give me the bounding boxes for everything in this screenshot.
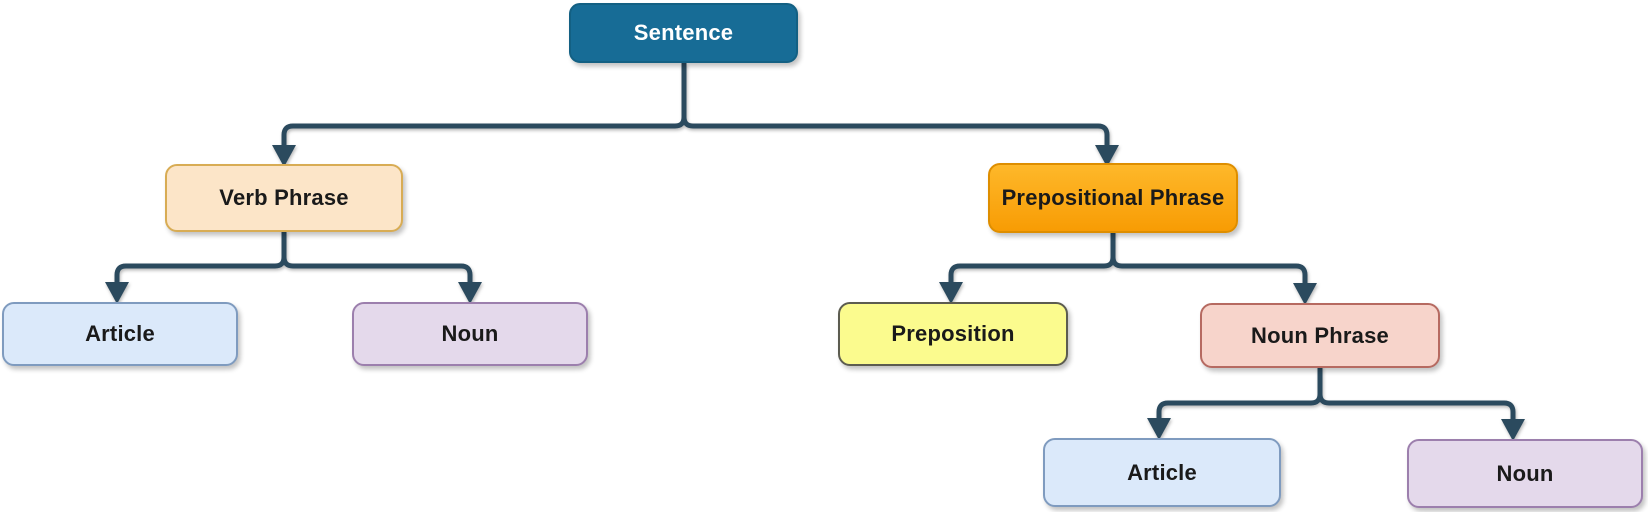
arrowhead-preposition [939, 282, 963, 304]
node-label: Article [1127, 459, 1197, 485]
node-article-under-verb-phrase[interactable]: Article [2, 302, 238, 366]
node-label: Verb Phrase [219, 185, 349, 210]
arrowhead-article-left [105, 282, 129, 304]
edge-verb-phrase-to-article [114, 231, 287, 283]
arrowhead-noun-right [1501, 419, 1525, 441]
node-preposition[interactable]: Preposition [838, 302, 1068, 366]
node-verb-phrase[interactable]: Verb Phrase [165, 164, 403, 232]
edge-sentence-to-prepositional-phrase [681, 63, 1110, 146]
edge-sentence-to-verb-phrase [281, 63, 687, 146]
node-noun-phrase[interactable]: Noun Phrase [1200, 303, 1440, 368]
node-sentence[interactable]: Sentence [569, 3, 798, 63]
edge-prepositional-phrase-to-preposition [948, 231, 1116, 283]
node-prepositional-phrase[interactable]: Prepositional Phrase [988, 163, 1238, 233]
arrowhead-article-right [1147, 418, 1171, 440]
node-label: Noun Phrase [1251, 322, 1389, 348]
arrowhead-verb-phrase [272, 145, 296, 167]
node-article-under-noun-phrase[interactable]: Article [1043, 438, 1281, 507]
edge-noun-phrase-to-article [1156, 366, 1323, 419]
node-noun-under-verb-phrase[interactable]: Noun [352, 302, 588, 366]
node-label: Article [85, 321, 155, 346]
node-label: Noun [1496, 460, 1554, 486]
arrowhead-prepositional-phrase [1095, 145, 1119, 167]
node-noun-under-noun-phrase[interactable]: Noun [1407, 439, 1643, 508]
node-label: Preposition [891, 321, 1015, 346]
edge-noun-phrase-to-noun [1317, 366, 1516, 420]
edge-prepositional-phrase-to-noun-phrase [1110, 231, 1308, 284]
node-label: Noun [441, 321, 499, 346]
node-label: Sentence [633, 20, 734, 45]
edge-verb-phrase-to-noun [281, 231, 473, 283]
node-label: Prepositional Phrase [1001, 185, 1225, 210]
arrowhead-noun-left [458, 282, 482, 304]
arrowhead-noun-phrase [1293, 283, 1317, 305]
